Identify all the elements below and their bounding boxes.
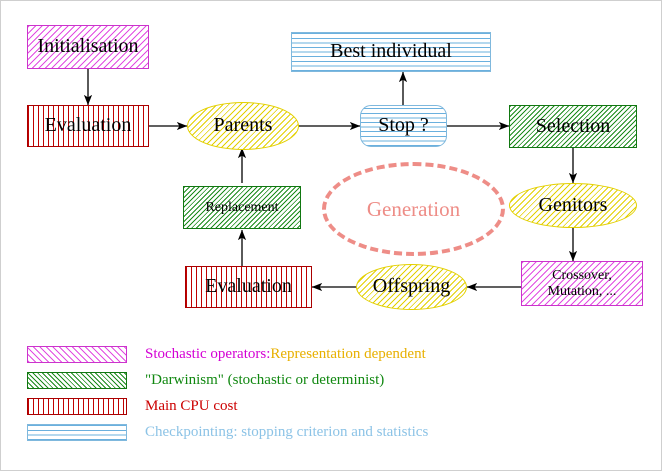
legend-row-darwinism: "Darwinism" (stochastic or determinist) <box>1 367 661 393</box>
node-stop[interactable]: Stop ? <box>360 105 447 147</box>
node-selection-label: Selection <box>535 114 611 137</box>
node-parents[interactable]: Parents <box>187 102 299 150</box>
legend-label-darwinism: "Darwinism" (stochastic or determinist) <box>145 371 385 388</box>
node-crossover-mutation[interactable]: Crossover, Mutation, ... <box>521 261 643 306</box>
legend-label-main-cpu-cost: Main CPU cost <box>145 397 238 414</box>
node-stop-label: Stop ? <box>378 114 429 137</box>
node-selection[interactable]: Selection <box>509 105 637 148</box>
node-initialisation-label: Initialisation <box>37 35 139 58</box>
legend-row-main-cpu-cost: Main CPU cost <box>1 393 661 419</box>
node-best-individual[interactable]: Best individual <box>291 32 491 72</box>
node-best-individual-label: Best individual <box>330 40 452 63</box>
legend-swatch-magenta-diagonal-hatch-icon <box>27 345 127 363</box>
node-evaluation-bottom-label: Evaluation <box>205 275 292 298</box>
legend-swatch-blue-horizontal-hatch-icon <box>27 423 127 441</box>
node-evaluation-bottom[interactable]: Evaluation <box>185 266 312 308</box>
node-evaluation-top[interactable]: Evaluation <box>27 105 149 147</box>
node-crossover-mutation-label-line2: Mutation, ... <box>547 283 617 299</box>
generation-label: Generation <box>366 196 461 221</box>
legend-label-representation-dependent: Representation dependent <box>270 345 426 362</box>
node-offspring-label: Offspring <box>372 275 451 298</box>
generation-cycle-marker: Generation <box>322 162 505 256</box>
legend-label-stochastic-operators: Stochastic operators: <box>145 345 271 362</box>
node-replacement-label: Replacement <box>205 199 279 215</box>
node-genitors[interactable]: Genitors <box>509 183 637 228</box>
legend: Stochastic operators: Representation dep… <box>1 341 661 445</box>
node-crossover-mutation-label-line1: Crossover, <box>552 268 612 284</box>
legend-row-checkpointing: Checkpointing: stopping criterion and st… <box>1 419 661 445</box>
legend-label-checkpointing: Checkpointing: stopping criterion and st… <box>145 423 429 440</box>
node-genitors-label: Genitors <box>538 193 608 216</box>
node-initialisation[interactable]: Initialisation <box>27 25 149 69</box>
legend-swatch-red-vertical-hatch-icon <box>27 397 127 415</box>
legend-swatch-green-diagonal-hatch-icon <box>27 371 127 389</box>
node-parents-label: Parents <box>213 114 273 137</box>
node-offspring[interactable]: Offspring <box>356 264 467 310</box>
node-replacement[interactable]: Replacement <box>183 186 301 229</box>
node-evaluation-top-label: Evaluation <box>44 114 132 137</box>
legend-row-stochastic-operators: Stochastic operators: Representation dep… <box>1 341 661 367</box>
